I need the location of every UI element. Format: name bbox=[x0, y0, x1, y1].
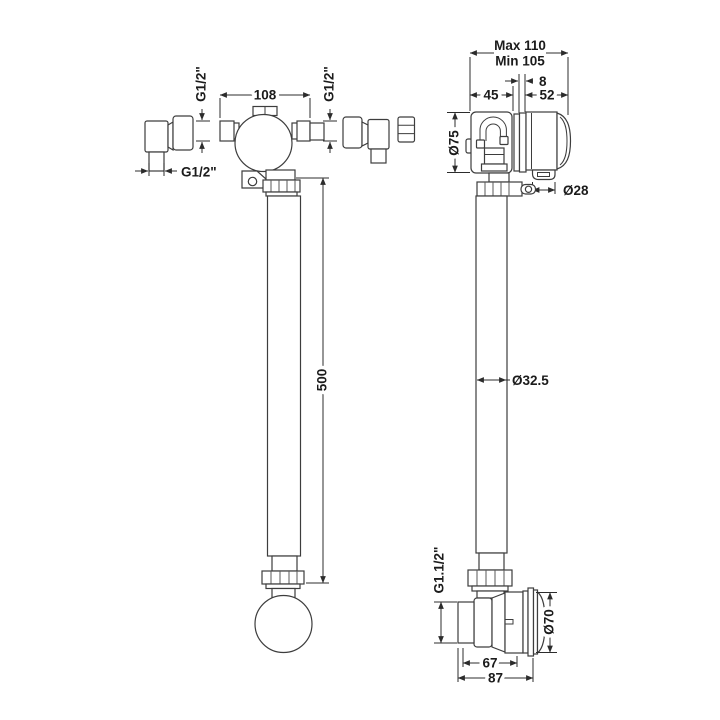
body-depth-label: 45 bbox=[483, 88, 499, 103]
corrugated-hose bbox=[475, 195, 508, 554]
ear-hole bbox=[524, 185, 533, 193]
depth-min-label: Min 105 bbox=[495, 54, 545, 69]
front-view: G1/2" 108 G1/2" bbox=[135, 66, 416, 654]
trim-diameter-label: Ø75 bbox=[447, 130, 462, 156]
valve-body-front bbox=[219, 105, 325, 189]
waste-length-label: 67 bbox=[482, 656, 497, 671]
dim-waste-length: 67 bbox=[462, 648, 518, 674]
dim-plug-diameter: Ø70 bbox=[536, 592, 560, 653]
outlet-cylinder bbox=[504, 591, 524, 654]
dim-depth-maxmin: Max 110 Min 105 bbox=[469, 38, 569, 115]
dim-hose-diameter: Ø32.5 bbox=[476, 373, 549, 388]
inlet-nipple-right bbox=[296, 120, 311, 142]
flexible-hose-side bbox=[475, 172, 537, 554]
panel-gap-label: 8 bbox=[539, 74, 547, 89]
dim-body-depth: 45 bbox=[469, 84, 514, 111]
overflow-plug-face bbox=[254, 594, 313, 654]
trim-depth-label: 52 bbox=[539, 88, 554, 103]
plug-diameter-label: Ø70 bbox=[542, 609, 557, 635]
retaining-clip bbox=[475, 116, 509, 172]
dim-waste-thread: G1.1/2" bbox=[432, 547, 457, 644]
dim-spout-diameter: Ø28 bbox=[532, 182, 589, 198]
corrugated-hose bbox=[266, 195, 302, 557]
spout-diameter-label: Ø28 bbox=[563, 183, 589, 198]
bracket-screw-hole bbox=[247, 176, 258, 187]
dome-cap bbox=[556, 112, 572, 170]
dim-trim-diameter: Ø75 bbox=[443, 112, 470, 173]
inlet-left-label: G1/2" bbox=[194, 66, 209, 102]
dim-inlet-right: G1/2" bbox=[322, 66, 337, 153]
flange-ring-back bbox=[522, 590, 529, 654]
dim-panel-gap: 8 bbox=[505, 74, 547, 113]
wall-plate-inner bbox=[513, 113, 521, 172]
dim-trim-depth: 52 bbox=[525, 84, 569, 106]
flange-ring bbox=[527, 587, 535, 657]
hose-nut-top bbox=[262, 179, 301, 193]
flexible-hose-front bbox=[254, 169, 313, 654]
spout-stub bbox=[531, 169, 556, 181]
waste-elbow-side bbox=[457, 552, 546, 657]
hose-diameter-label: Ø32.5 bbox=[512, 373, 549, 388]
waste-nut bbox=[467, 569, 513, 587]
waste-male-thread bbox=[457, 601, 475, 644]
dim-hose-length: 500 bbox=[296, 177, 333, 584]
male-thread bbox=[148, 151, 165, 172]
dim-valve-width: 108 bbox=[219, 84, 311, 118]
elbow-thread-label: G1/2" bbox=[181, 165, 217, 180]
valve-width-label: 108 bbox=[254, 88, 277, 103]
dim-waste-overall: 87 bbox=[457, 648, 534, 689]
trim-flange bbox=[518, 112, 527, 173]
depth-max-label: Max 110 bbox=[494, 38, 546, 53]
plug-dome bbox=[536, 590, 546, 655]
male-thread bbox=[370, 148, 387, 164]
valve-cartridge-face bbox=[234, 113, 293, 173]
compression-elbow-middle bbox=[342, 116, 390, 164]
waste-overall-label: 87 bbox=[488, 671, 503, 686]
inlet-nipple-left bbox=[219, 120, 235, 142]
side-view: Max 110 Min 105 8 45 52 bbox=[432, 38, 590, 689]
waste-thread-label: G1.1/2" bbox=[432, 547, 447, 594]
pipe-coupler bbox=[397, 116, 416, 143]
overflow-body-side bbox=[465, 111, 572, 181]
hose-length-label: 500 bbox=[315, 369, 330, 392]
trim-cylinder bbox=[525, 111, 558, 171]
hose-nut-bottom bbox=[261, 570, 305, 585]
inlet-right-label: G1/2" bbox=[322, 66, 337, 102]
dim-elbow-thread: G1/2" bbox=[135, 163, 217, 180]
compression-elbow-left bbox=[144, 115, 194, 172]
dim-inlet-left: G1/2" bbox=[194, 66, 210, 153]
hose-nut-top bbox=[476, 181, 523, 197]
